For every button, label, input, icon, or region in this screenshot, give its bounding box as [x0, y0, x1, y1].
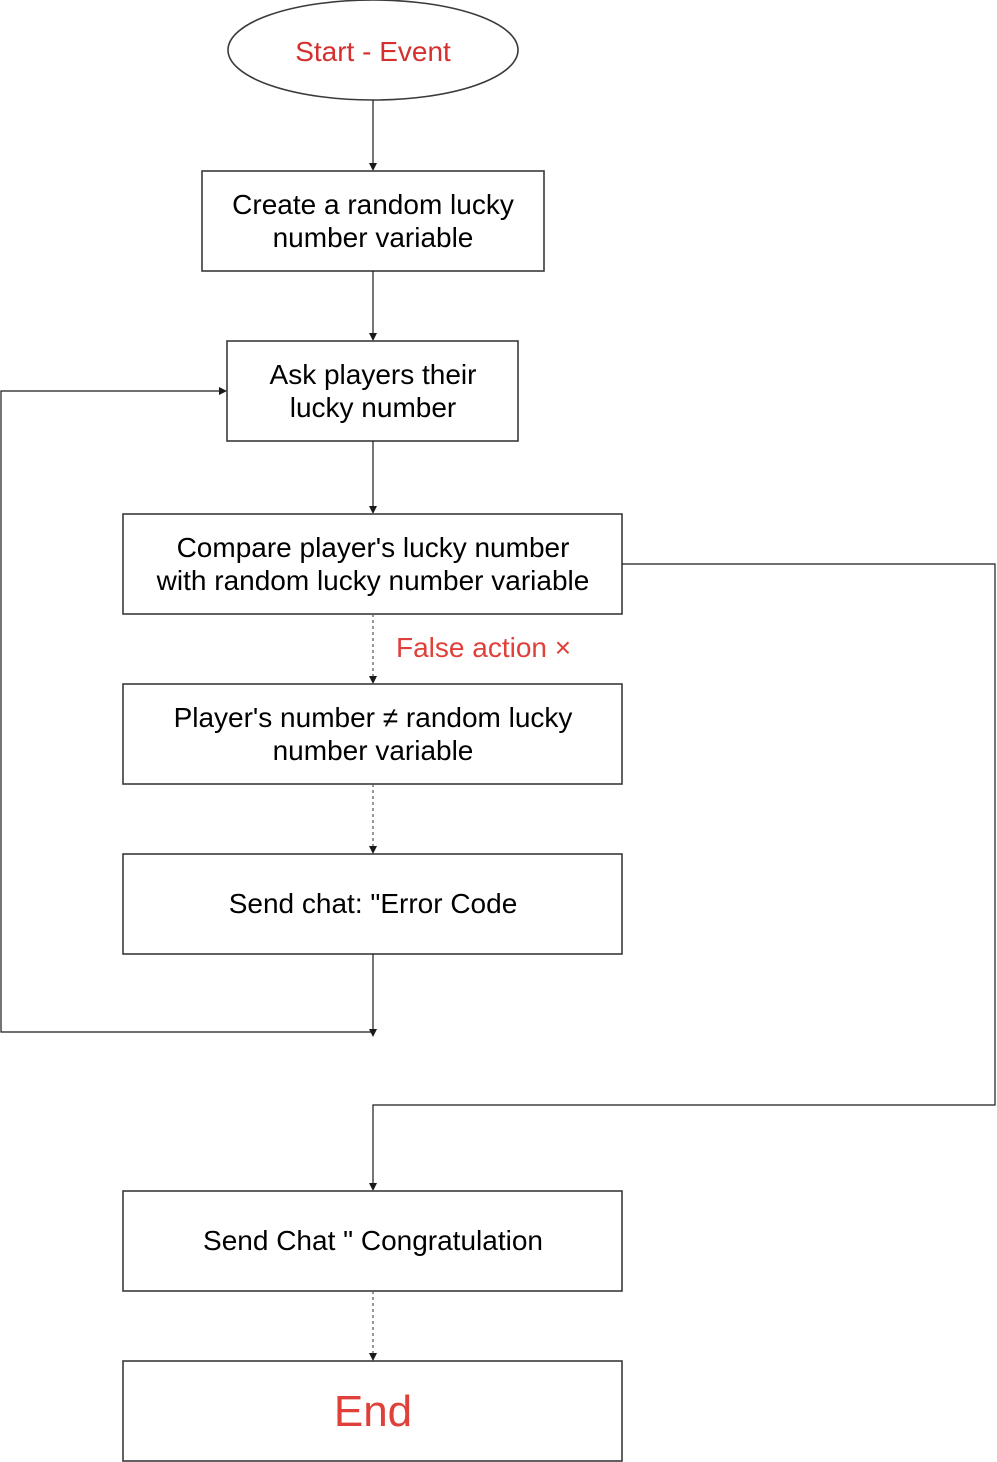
not-equal-label-line2: number variable	[273, 735, 474, 766]
ask-players-label-line1: Ask players their	[270, 359, 477, 390]
edge-congratulation-to-end	[369, 1291, 377, 1361]
compare-label-line2: with random lucky number variable	[156, 565, 590, 596]
start-label: Start - Event	[295, 36, 451, 67]
not-equal-label-line1: Player's number ≠ random lucky	[174, 702, 573, 733]
ask-players-label-line2: lucky number	[290, 392, 457, 423]
edge-create-to-ask	[369, 271, 377, 341]
ask-players-node[interactable]: Ask players their lucky number	[226, 340, 519, 442]
edge-compare-to-not-equal	[369, 614, 377, 684]
compare-node[interactable]: Compare player's lucky number with rando…	[122, 513, 623, 615]
error-chat-node[interactable]: Send chat: "Error Code	[122, 853, 623, 955]
create-variable-node[interactable]: Create a random lucky number variable	[201, 170, 545, 272]
edge-not-equal-to-error	[369, 784, 377, 854]
not-equal-node[interactable]: Player's number ≠ random lucky number va…	[122, 683, 623, 785]
edge-loop-back-to-ask	[0, 387, 373, 1033]
end-label: End	[334, 1387, 412, 1436]
edge-ask-to-compare	[369, 441, 377, 514]
start-node[interactable]: Start - Event	[227, 0, 519, 101]
create-variable-label-line1: Create a random lucky	[232, 189, 514, 220]
edge-start-to-create	[369, 100, 377, 171]
error-chat-label: Send chat: "Error Code	[229, 888, 518, 919]
congratulation-chat-node[interactable]: Send Chat " Congratulation	[122, 1190, 623, 1292]
compare-label-line1: Compare player's lucky number	[177, 532, 570, 563]
edge-compare-to-congratulation	[369, 563, 996, 1191]
end-node[interactable]: End	[122, 1360, 623, 1462]
edge-error-to-loop	[369, 954, 377, 1037]
congratulation-chat-label: Send Chat " Congratulation	[203, 1225, 543, 1256]
create-variable-label-line2: number variable	[273, 222, 474, 253]
false-action-label: False action ×	[396, 632, 571, 663]
